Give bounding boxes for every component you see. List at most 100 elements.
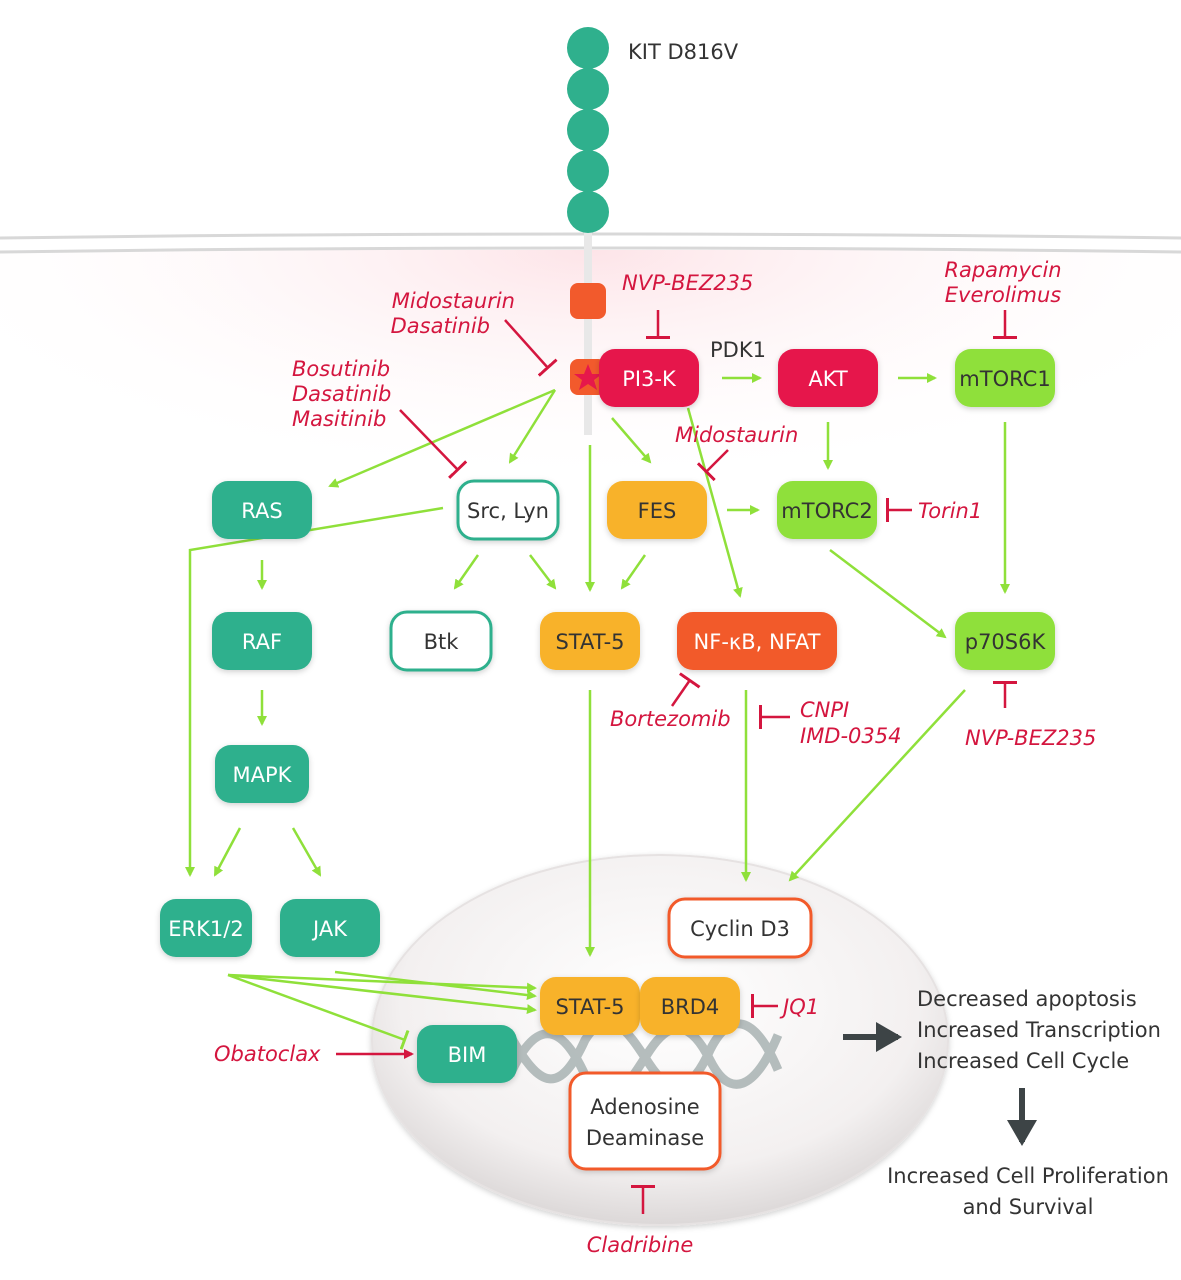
- node-erk-label: ERK1/2: [168, 917, 243, 941]
- inhibition-line-31: [696, 449, 729, 482]
- drug-cladribine: Cladribine: [587, 1233, 694, 1257]
- node-fes-label: FES: [638, 499, 677, 523]
- node-nfkb-label: NF-κB, NFAT: [694, 630, 821, 654]
- node-nfkb-box: [677, 612, 837, 670]
- node-mtorc1-label: mTORC1: [959, 367, 1050, 391]
- node-ada1-label: Adenosine: [590, 1095, 699, 1119]
- drug-imd-0354: IMD-0354: [800, 724, 902, 748]
- node-mtorc1: mTORC1: [955, 349, 1055, 407]
- node-cyclin: Cyclin D3: [667, 897, 813, 959]
- node-jak: JAK: [280, 899, 380, 957]
- node-p70-label: p70S6K: [965, 630, 1047, 654]
- drug-dasatinib-2: Dasatinib: [292, 382, 391, 406]
- node-src-label: Src, Lyn: [467, 499, 549, 523]
- drug-nvp-bez235-2: NVP-BEZ235: [965, 726, 1096, 750]
- drug-midostaurin-2: Midostaurin: [675, 423, 798, 447]
- outcome-line-3: Increased Cell Cycle: [917, 1049, 1129, 1073]
- node-mtorc2-label: mTORC2: [781, 499, 872, 523]
- activation-arrow-14: [291, 827, 322, 877]
- drug-obatoclax: Obatoclax: [214, 1042, 321, 1066]
- node-mtorc2: mTORC2: [777, 481, 877, 539]
- node-fes: FES: [607, 481, 707, 539]
- activation-arrow-18: [620, 554, 647, 590]
- node-mtorc2-box: [777, 481, 877, 539]
- node-src: Src, Lyn: [456, 479, 560, 541]
- node-pi3k: PI3-K: [599, 349, 699, 407]
- drug-bortezomib: Bortezomib: [610, 707, 731, 731]
- inhibition-line-28: [399, 409, 468, 480]
- node-btk: Btk: [389, 610, 493, 672]
- node-raf-box: [212, 612, 312, 670]
- node-p70: p70S6K: [955, 612, 1055, 670]
- drug-rapamycin: Rapamycin: [944, 258, 1061, 282]
- node-pi3k-label: PI3-K: [622, 367, 677, 391]
- drug-cnpi: CNPI: [800, 698, 849, 722]
- node-jak-label: JAK: [311, 917, 348, 941]
- node-stat5a-box: [540, 612, 640, 670]
- final-outcome-line-2: and Survival: [963, 1195, 1094, 1219]
- node-mapk-label: MAPK: [233, 763, 293, 787]
- node-bim-label: BIM: [448, 1043, 487, 1067]
- mutation-star-icon: [574, 364, 602, 390]
- node-jak-box: [280, 899, 380, 957]
- drug-jq1: JQ1: [779, 995, 819, 1019]
- kit-receptor: [567, 27, 609, 435]
- node-mapk: MAPK: [215, 745, 309, 803]
- node-nfkb: NF-κB, NFAT: [677, 612, 837, 670]
- node-src-box: [456, 479, 560, 541]
- drug-midostaurin-1: Midostaurin: [392, 289, 515, 313]
- node-brd4-label: BRD4: [661, 995, 720, 1019]
- activation-arrow-4: [686, 407, 743, 598]
- node-stat5b-box: [540, 977, 640, 1035]
- node-cyclin-box: [667, 897, 813, 959]
- drug-bosutinib: Bosutinib: [292, 357, 390, 381]
- node-raf: RAF: [212, 612, 312, 670]
- node-brd4-box: [640, 977, 740, 1035]
- node-stat5b-label: STAT-5: [555, 995, 624, 1019]
- node-pi3k-box: [599, 349, 699, 407]
- outcome-line-1: Decreased apoptosis: [917, 987, 1137, 1011]
- activation-arrow-24: [334, 970, 537, 1001]
- node-akt: AKT: [778, 349, 878, 407]
- inhibition-line-25: [227, 973, 410, 1050]
- node-cyclin-label: Cyclin D3: [690, 917, 790, 941]
- activation-arrow-1: [508, 389, 557, 464]
- drug-nvp-bez235-1: NVP-BEZ235: [622, 271, 753, 295]
- drug-torin1: Torin1: [918, 499, 982, 523]
- node-erk-box: [160, 899, 252, 957]
- activation-arrow-22: [227, 973, 537, 993]
- node-akt-box: [778, 349, 878, 407]
- drug-dasatinib-1: Dasatinib: [391, 314, 490, 338]
- activation-arrow-21: [788, 689, 966, 882]
- activation-arrow-23: [227, 973, 537, 1015]
- node-btk-label: Btk: [424, 630, 460, 654]
- pdk1-label: PDK1: [710, 338, 766, 362]
- node-ras-box: [212, 481, 312, 539]
- activation-arrow-17: [529, 554, 557, 590]
- drug-masitinib: Masitinib: [292, 407, 386, 431]
- node-ada-box: [568, 1071, 722, 1171]
- node-stat5b: STAT-5: [540, 977, 640, 1035]
- node-p70-box: [955, 612, 1055, 670]
- drug-everolimus: Everolimus: [945, 283, 1062, 307]
- inhibition-line-33: [670, 672, 701, 707]
- activation-arrow-16: [453, 554, 480, 590]
- node-bim: BIM: [417, 1025, 517, 1083]
- node-ada2-label: Deaminase: [586, 1126, 704, 1150]
- activation-arrow-0: [328, 388, 556, 488]
- node-stat5a-label: STAT-5: [555, 630, 624, 654]
- node-ras: RAS: [212, 481, 312, 539]
- node-erk: ERK1/2: [160, 899, 252, 957]
- node-stat5a: STAT-5: [540, 612, 640, 670]
- node-btk-box: [389, 610, 493, 672]
- node-bim-box: [417, 1025, 517, 1083]
- node-raf-label: RAF: [242, 630, 282, 654]
- inhibition-line-27: [504, 319, 558, 377]
- node-mapk-box: [215, 745, 309, 803]
- node-ras-label: RAS: [241, 499, 282, 523]
- receptor-label: KIT D816V: [628, 40, 739, 64]
- node-brd4: BRD4: [640, 977, 740, 1035]
- activation-arrow-15: [185, 506, 444, 877]
